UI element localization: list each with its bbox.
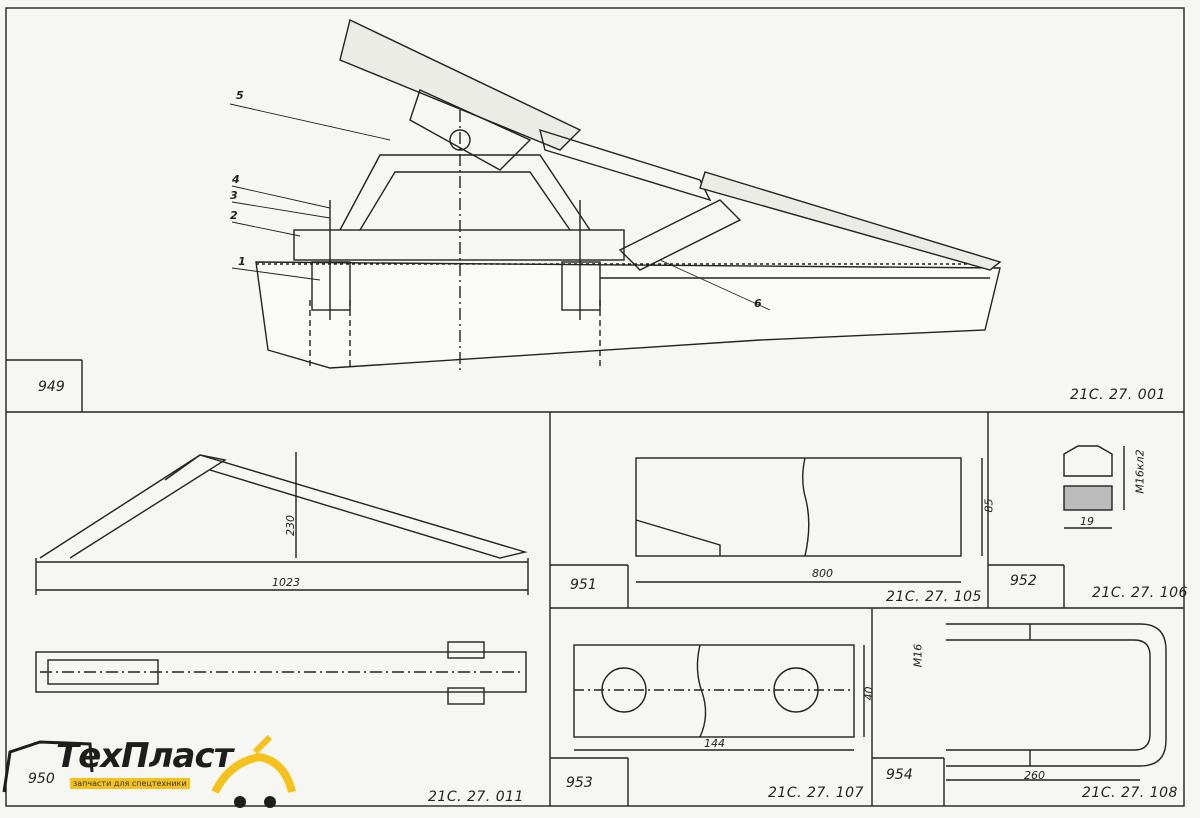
main-assembly-view <box>229 18 1002 370</box>
sheet-952-code: 21С. 27. 106 <box>1092 585 1188 601</box>
techplast-watermark: ТехПласт запчасти для спецтехники <box>0 732 300 814</box>
nut-width-dim: 19 <box>1080 515 1094 528</box>
excavator-logo-icon <box>2 734 296 808</box>
plate-length-dim: 800 <box>812 567 833 580</box>
callout-1: 1 <box>238 255 246 268</box>
ubolt-length-dim: 260 <box>1024 769 1045 782</box>
sheet-frame <box>5 7 1185 807</box>
ubolt-view <box>946 623 1167 781</box>
sheet-954-number: 954 <box>886 767 913 783</box>
sheet-951-number: 951 <box>570 577 597 593</box>
callout-5: 5 <box>236 89 244 102</box>
sheet-949-code: 21С. 27. 001 <box>1070 387 1166 403</box>
sheet-952-number: 952 <box>1010 573 1037 589</box>
callout-4: 4 <box>232 173 240 186</box>
sheet-953-number: 953 <box>566 775 593 791</box>
tipper-height-dim: 230 <box>284 515 297 536</box>
plate-height-dim: 85 <box>982 498 996 513</box>
sheet-950-code: 21С. 27. 011 <box>428 789 524 805</box>
callout-6: 6 <box>754 297 762 310</box>
watermark-tagline: запчасти для спецтехники <box>70 778 190 789</box>
strip-view <box>573 644 865 751</box>
tipper-frame-view <box>35 452 529 705</box>
strip-height-dim: 40 <box>862 686 876 701</box>
tipper-length-dim: 1023 <box>272 576 300 589</box>
nut-view <box>1063 445 1125 529</box>
sheet-949-number: 949 <box>38 379 65 395</box>
callout-3: 3 <box>230 189 238 202</box>
sheet-953-code: 21С. 27. 107 <box>768 785 864 801</box>
strip-length-dim: 144 <box>704 737 725 750</box>
ubolt-thread-dim: М16 <box>911 643 925 668</box>
nut-thread-dim: М16кл2 <box>1133 449 1147 494</box>
sheet-951-code: 21С. 27. 105 <box>886 589 982 605</box>
sheet-950-number: 950 <box>28 771 55 787</box>
watermark-brand: ТехПласт <box>56 736 233 776</box>
callout-2: 2 <box>230 209 238 222</box>
sheet-954-code: 21С. 27. 108 <box>1082 785 1178 801</box>
plate-view <box>635 457 983 583</box>
